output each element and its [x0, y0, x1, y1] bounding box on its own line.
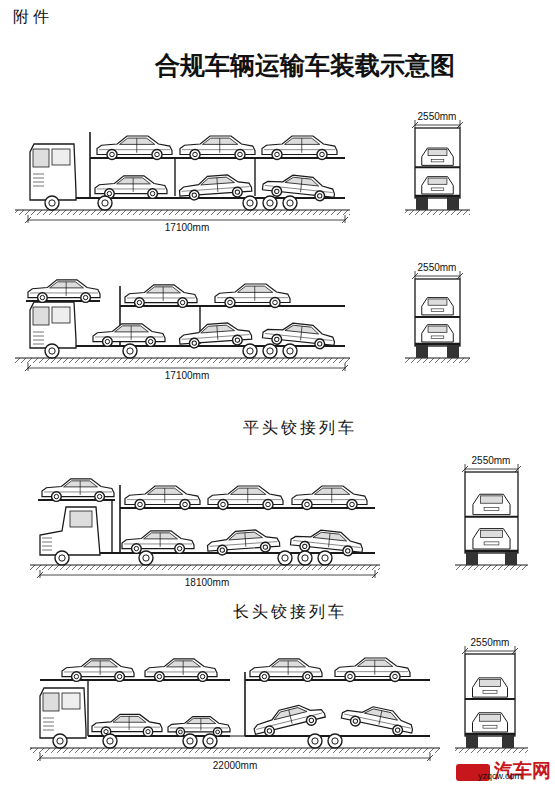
- car-side: [28, 280, 100, 303]
- car-side: [292, 486, 367, 510]
- truck-panel: [15, 120, 470, 223]
- car-side: [340, 701, 415, 738]
- width-dimension: 2550mm: [471, 455, 512, 466]
- car-side: [262, 136, 337, 160]
- car-side: [92, 714, 162, 736]
- truck-panel: [30, 464, 528, 578]
- width-dimension: 2550mm: [417, 111, 458, 122]
- car-side: [180, 136, 255, 160]
- car-side: [62, 659, 134, 682]
- length-dimension: 17100mm: [164, 222, 210, 233]
- car-side: [168, 717, 230, 736]
- car-side: [145, 659, 217, 682]
- watermark-url: yzqcw.com: [477, 772, 523, 782]
- car-side: [42, 479, 114, 502]
- attachment-label: 附 件: [12, 8, 50, 26]
- length-dimension: 18100mm: [184, 577, 230, 588]
- width-dimension: 2550mm: [417, 262, 458, 273]
- car-side: [208, 486, 283, 510]
- car-side: [251, 700, 326, 739]
- car-side: [125, 285, 197, 308]
- car-side: [122, 531, 194, 554]
- length-dimension: 22000mm: [212, 760, 258, 771]
- title: 合规车辆运输车装载示意图: [155, 52, 455, 80]
- section-caption: 长头铰接列车: [232, 603, 348, 621]
- car-side: [125, 486, 200, 510]
- car-side: [335, 658, 410, 682]
- car-side: [207, 528, 280, 556]
- width-dimension: 2550mm: [470, 637, 511, 648]
- car-side: [215, 284, 290, 308]
- section-caption: 平头铰接列车: [242, 419, 358, 437]
- truck-panel: [30, 646, 528, 781]
- car-side: [95, 176, 167, 199]
- truck-panel: [15, 271, 470, 371]
- length-dimension: 17100mm: [164, 370, 210, 381]
- car-side: [179, 173, 252, 201]
- car-side: [179, 321, 252, 349]
- car-side: [93, 324, 165, 347]
- car-side: [250, 659, 322, 682]
- car-side: [97, 136, 172, 160]
